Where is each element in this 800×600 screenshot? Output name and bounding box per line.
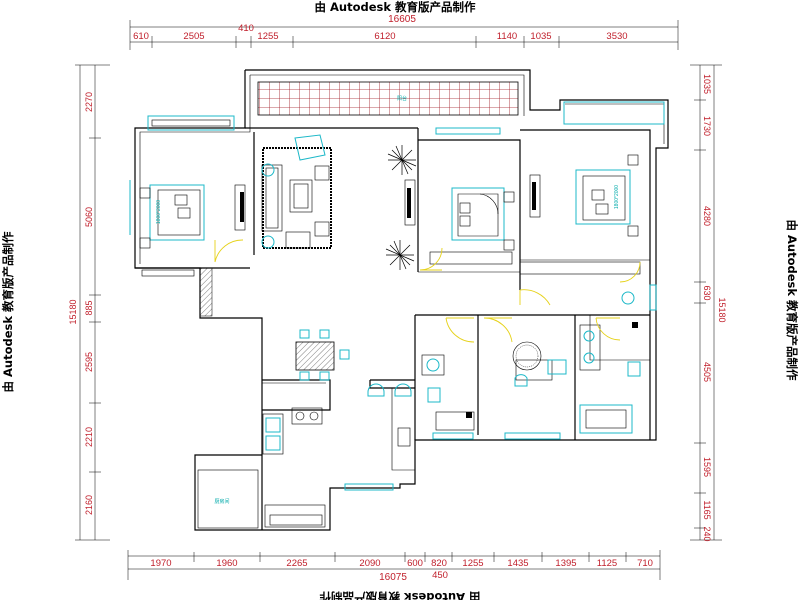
dim-right-5: 4505	[702, 362, 712, 382]
dim-left-4: 2595	[84, 352, 94, 372]
dim-bottom-11: 710	[637, 558, 653, 569]
dim-bottom-total: 16075	[379, 572, 407, 583]
bed-right-size: 1800*2000	[614, 185, 620, 209]
dim-left-3: 885	[84, 300, 94, 315]
bedroom-right: 1800*2000	[519, 154, 641, 306]
dim-bottom-extra: 450	[432, 570, 448, 581]
living-room	[261, 134, 417, 397]
dim-bottom-9: 1395	[555, 558, 576, 569]
dim-left-5: 2210	[84, 427, 94, 447]
bedroom-left: 1800*2000	[139, 184, 246, 277]
dim-left-6: 2160	[84, 495, 94, 515]
kitchen	[262, 407, 411, 526]
dim-right-4: 630	[702, 285, 712, 300]
watermark-right: 由 Autodesk 教育版产品制作	[785, 219, 799, 381]
dimension-top: 16605 610 2505 410 1255 6120 1140 1035 3…	[129, 14, 679, 50]
dim-left-1: 2270	[84, 92, 94, 112]
bed-middle	[451, 187, 505, 241]
dim-top-6: 1140	[497, 31, 517, 42]
watermark-bottom: 由 Autodesk 教育版产品制作	[319, 590, 481, 600]
bed-right	[575, 169, 631, 225]
dim-bottom-7: 1255	[462, 558, 483, 569]
plant-icon	[387, 145, 417, 175]
dim-right-total: 15180	[717, 297, 727, 322]
dimension-bottom: 1970 1960 2265 2090 600 820 1255 1435 13…	[127, 550, 661, 583]
dim-right-8: 240	[702, 526, 712, 541]
bed-left-size: 1800*2000	[156, 200, 162, 224]
dim-bottom-5: 600	[407, 558, 423, 569]
dim-right-2: 1730	[702, 116, 712, 136]
bed-left	[149, 184, 205, 241]
kitchen-balcony	[197, 469, 259, 529]
dim-top-1: 610	[133, 31, 149, 42]
watermark-top: 由 Autodesk 教育版产品制作	[314, 0, 476, 14]
walls: 阳台 厨房间	[129, 69, 669, 531]
bathroom-2	[579, 317, 641, 434]
dim-bottom-10: 1125	[597, 558, 617, 569]
dim-bottom-4: 2090	[359, 558, 380, 569]
bathtub	[579, 404, 633, 434]
dim-top-2: 2505	[183, 31, 204, 42]
dim-bottom-1: 1970	[150, 558, 171, 569]
dim-top-5: 6120	[374, 31, 395, 42]
dim-top-4: 1255	[257, 31, 278, 42]
dim-right-1: 1035	[702, 74, 712, 94]
bathroom-1	[421, 317, 475, 431]
kitchen-balcony-label: 厨房间	[214, 498, 229, 505]
dim-top-8: 3530	[606, 31, 627, 42]
dining-table	[295, 341, 335, 371]
plant-icon	[385, 240, 415, 270]
dim-right-7: 1165	[702, 500, 712, 519]
dim-bottom-6: 820	[431, 558, 447, 569]
watermark-left: 由 Autodesk 教育版产品制作	[1, 231, 15, 393]
study-room	[483, 317, 567, 387]
dim-bottom-3: 2265	[286, 558, 307, 569]
dim-left-total: 15180	[68, 299, 78, 324]
tiled-balcony	[257, 81, 519, 116]
dim-bottom-2: 1960	[216, 558, 237, 569]
dim-top-total: 16605	[388, 14, 416, 25]
balcony-label: 阳台	[397, 95, 407, 102]
dim-right-3: 4280	[702, 206, 712, 226]
dim-right-6: 1595	[702, 457, 712, 477]
bedroom-middle	[404, 179, 515, 271]
dimension-left: 15180 2270 5060 885 2595 2210 2160	[68, 64, 110, 541]
dim-top-7: 1035	[530, 31, 551, 42]
dim-top-3: 410	[238, 23, 254, 34]
dim-left-2: 5060	[84, 207, 94, 227]
dimension-right: 1035 1730 4280 630 4505 1595 1165 240 15…	[690, 64, 727, 542]
dim-bottom-8: 1435	[507, 558, 528, 569]
